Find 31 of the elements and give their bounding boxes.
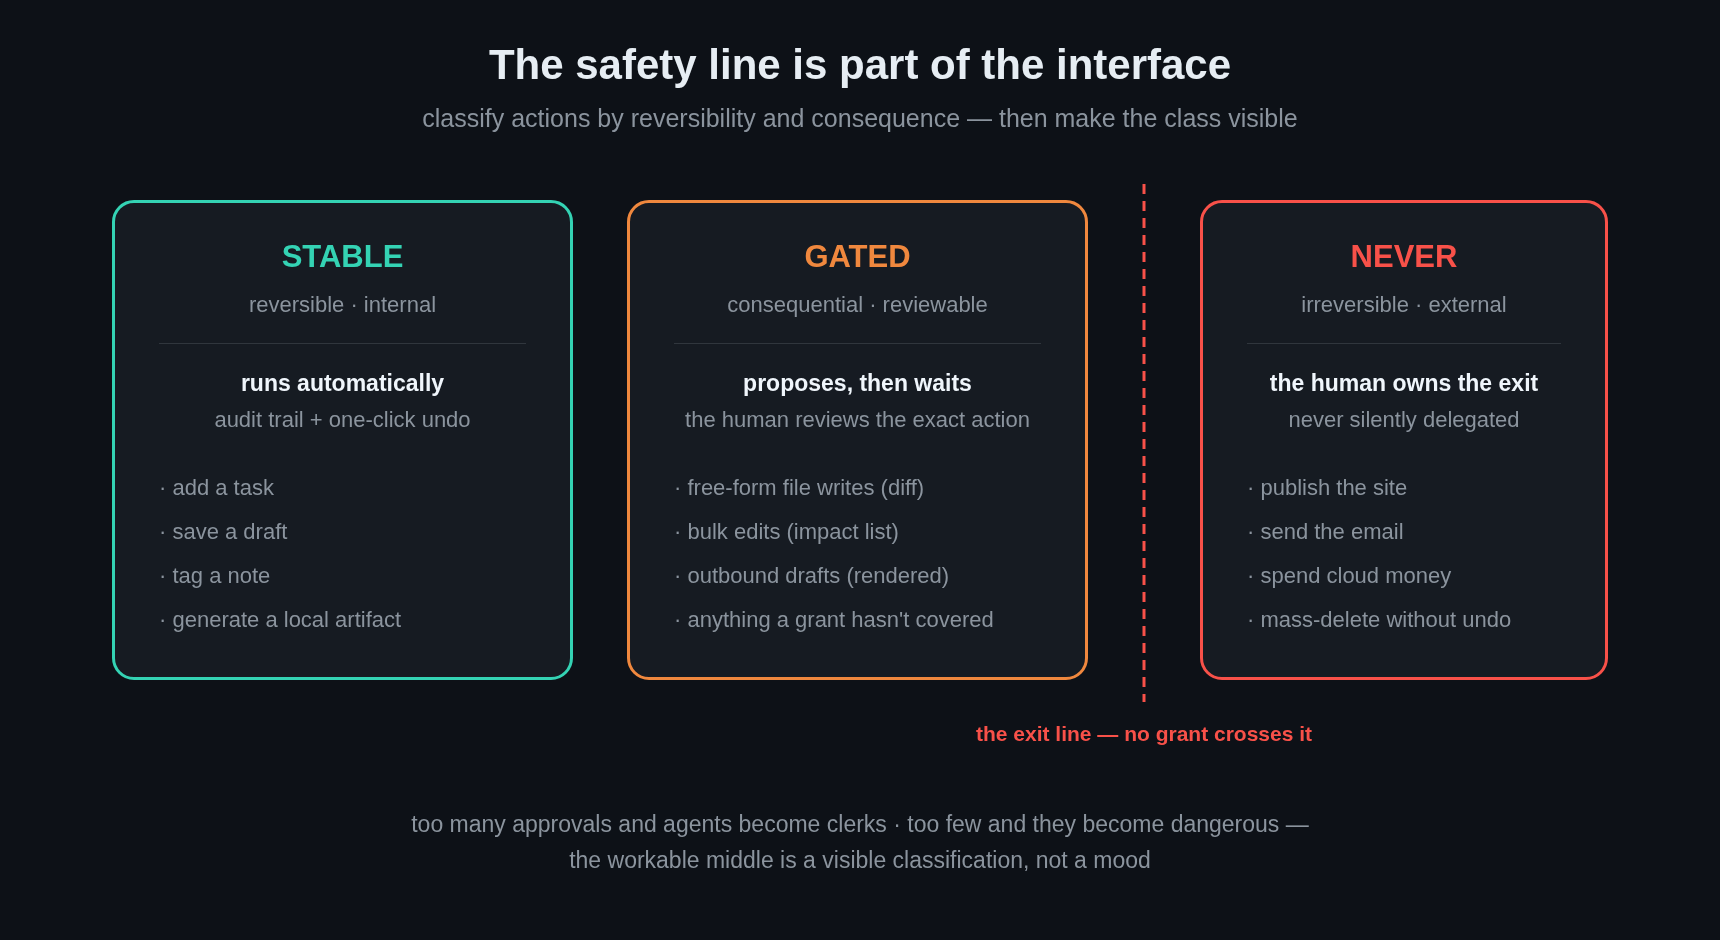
list-item: · generate a local artifact	[159, 606, 402, 634]
line-label: the exit line — no grant crosses it	[975, 721, 1313, 747]
card-heading: GATED	[804, 239, 911, 275]
card-subtitle: consequential · reviewable	[727, 291, 988, 319]
category-card	[1200, 200, 1608, 680]
card-tagline: the human owns the exit	[1269, 369, 1539, 398]
card-tagline: proposes, then waits	[743, 369, 972, 398]
list-item: · send the email	[1247, 518, 1404, 546]
list-item: · add a task	[159, 474, 274, 502]
list-item: · mass-delete without undo	[1247, 606, 1512, 634]
card-note: never silently delegated	[1288, 406, 1520, 434]
caption-text: too many approvals and agents become clerks · too few and they become dangerous — the workable middle is a visible classification, not a mood	[410, 810, 1310, 875]
card-subtitle: reversible · internal	[248, 291, 437, 319]
category-card	[112, 200, 573, 680]
card-heading: STABLE	[281, 239, 404, 275]
list-item: · tag a note	[159, 562, 271, 590]
card-note: the human reviews the exact action	[685, 406, 1030, 434]
page-title: The safety line is part of the interface	[488, 40, 1232, 90]
list-item: · publish the site	[1247, 474, 1408, 502]
page-subtitle: classify actions by reversibility and consequence — then make the class visible	[422, 103, 1298, 134]
category-card	[627, 200, 1088, 680]
list-item: · save a draft	[159, 518, 288, 546]
list-item: · bulk edits (impact list)	[674, 518, 899, 546]
card-subtitle: irreversible · external	[1301, 291, 1507, 319]
list-item: · anything a grant hasn't covered	[674, 606, 994, 634]
card-heading: NEVER	[1350, 239, 1458, 275]
list-item: · outbound drafts (rendered)	[674, 562, 950, 590]
card-note: audit trail + one-click undo	[214, 406, 471, 434]
list-item: · free-form file writes (diff)	[674, 474, 925, 502]
list-item: · spend cloud money	[1247, 562, 1452, 590]
card-tagline: runs automatically	[240, 369, 445, 398]
